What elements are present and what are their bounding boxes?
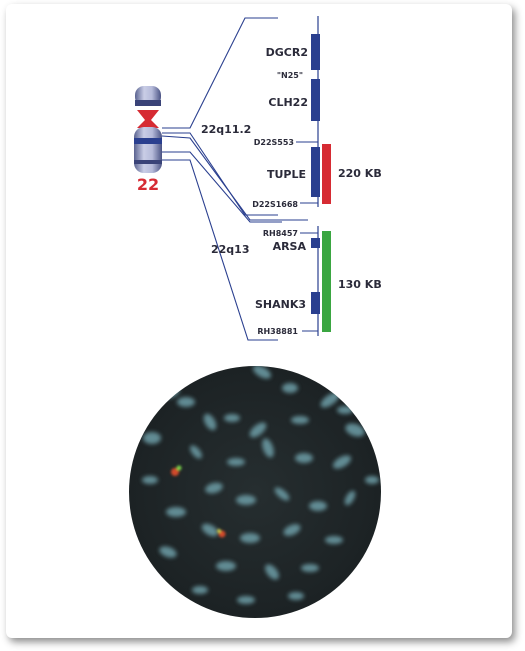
gene-block-arsa	[311, 238, 320, 248]
marker-label-d22s1668: D22S1668	[252, 200, 298, 209]
marker-label-d22s553: D22S553	[254, 138, 294, 147]
gene-label-arsa: ARSA	[273, 240, 307, 253]
red-probe-bar	[322, 144, 331, 204]
fish-green-signal-2	[217, 529, 221, 533]
fish-green-signal-1	[176, 465, 182, 471]
green-probe-size: 130 KB	[338, 278, 382, 291]
fish-red-signal-1	[171, 468, 179, 476]
region-22q13-map: RH8457 ARSA SHANK3 RH38881 130 KB	[255, 226, 382, 336]
chromosome-q-arm	[134, 127, 162, 173]
band-label-22q11: 22q11.2	[201, 123, 251, 136]
fish-micrograph	[129, 366, 381, 618]
chromosome-22-ideogram: 22	[134, 86, 162, 194]
gene-block-shank3	[311, 292, 320, 314]
chromosome-centromere	[137, 110, 159, 128]
gene-block-tuple	[311, 147, 320, 197]
gene-block-dgcr2	[311, 34, 320, 70]
gene-label-shank3: SHANK3	[255, 298, 306, 311]
gene-block-clh22	[311, 79, 320, 121]
marker-label-n25: "N25"	[277, 71, 303, 80]
gene-label-dgcr2: DGCR2	[266, 46, 308, 59]
chromosome-band-q13	[134, 160, 162, 164]
chromosome-p-band	[135, 100, 161, 106]
chromosome-number: 22	[137, 175, 159, 194]
gene-label-clh22: CLH22	[268, 96, 308, 109]
marker-label-rh8457: RH8457	[263, 229, 298, 238]
marker-label-rh38881: RH38881	[257, 327, 298, 336]
region-22q11-map: DGCR2 "N25" CLH22 D22S553 TUPLE D22S1668…	[252, 16, 382, 209]
gene-label-tuple: TUPLE	[267, 168, 306, 181]
green-probe-bar	[322, 231, 331, 332]
red-probe-size: 220 KB	[338, 167, 382, 180]
band-label-22q13: 22q13	[211, 243, 250, 256]
zoom-connector-lines	[161, 17, 308, 341]
chromosome-band-q11	[134, 138, 162, 144]
